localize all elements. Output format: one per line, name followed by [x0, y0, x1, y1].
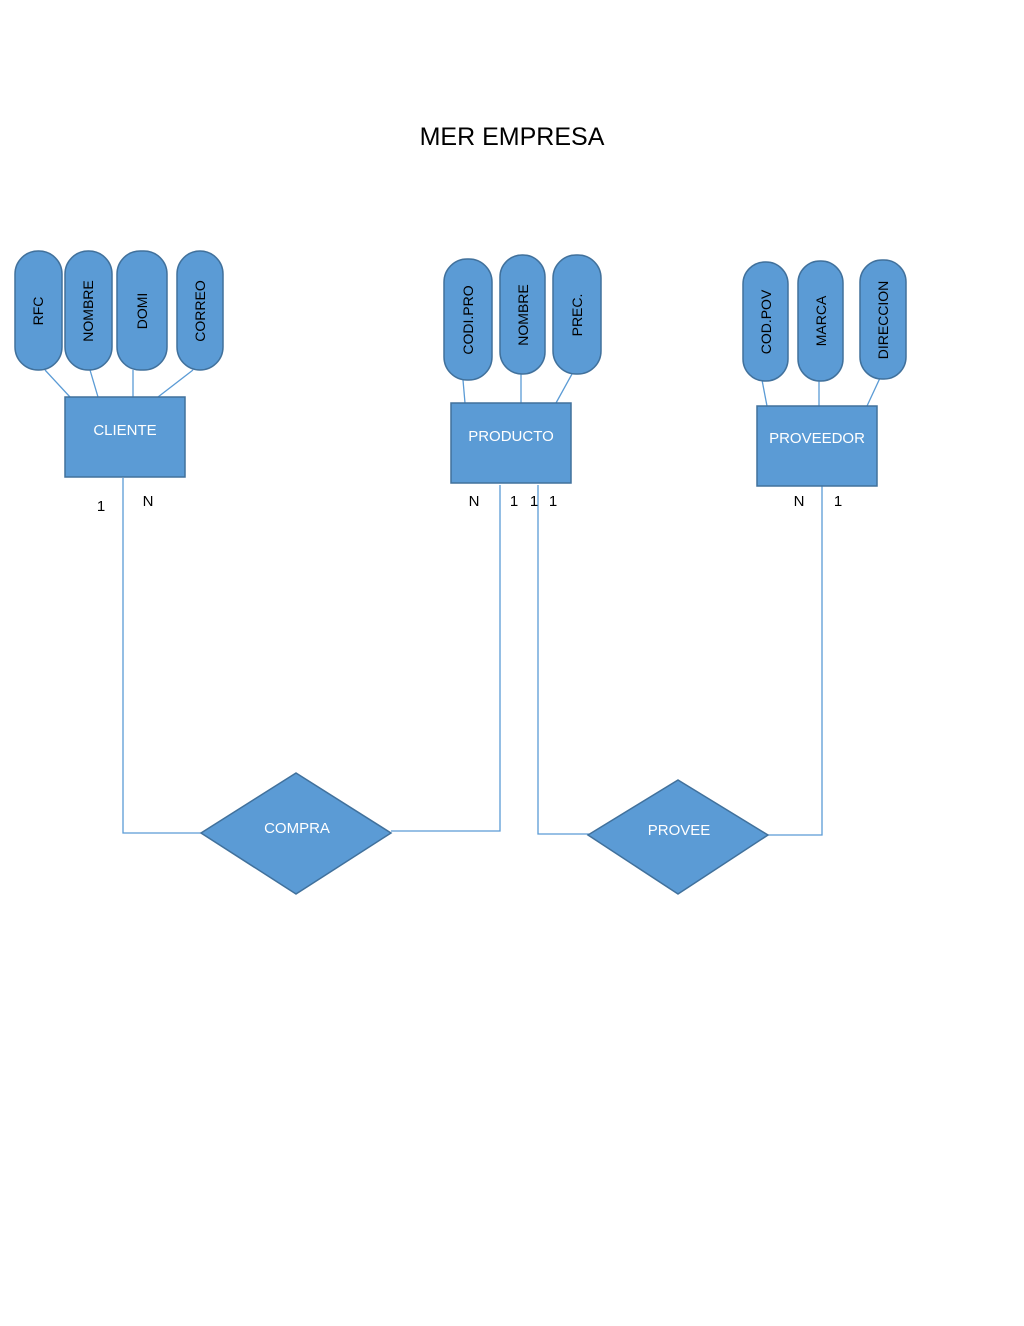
attribute-domi[interactable]	[116, 250, 168, 371]
relationship-provee[interactable]: PROVEE	[586, 779, 770, 895]
attribute-domi-label: DOMI	[134, 293, 150, 330]
entity-producto[interactable]: PRODUCTO	[450, 402, 572, 484]
entity-proveedor-box[interactable]	[756, 405, 878, 487]
attribute-rfc-label: RFC	[30, 297, 46, 326]
relationship-provee-label: PROVEE	[648, 822, 711, 839]
attribute-direccion[interactable]	[859, 259, 907, 380]
entity-cliente-box[interactable]	[64, 396, 186, 478]
producto-provee-line	[537, 485, 589, 835]
attribute-cod-pov-label: COD.POV	[758, 289, 774, 354]
producto-compra-line	[391, 485, 501, 832]
cardinality-cliente-1: 1	[97, 498, 105, 515]
diagram-title: MER EMPRESA	[420, 123, 605, 151]
attribute-correo-label: CORREO	[192, 280, 208, 342]
cardinality-producto-1a: 1	[510, 493, 518, 510]
attribute-cod-pov[interactable]	[742, 261, 789, 382]
cliente-compra-line	[122, 478, 201, 834]
cardinality-proveedor-n: N	[794, 493, 805, 510]
attribute-direccion-label: DIRECCION	[875, 281, 891, 360]
attribute-nombre-cliente[interactable]	[64, 250, 113, 371]
attribute-codi-pro-label: CODI.PRO	[460, 285, 476, 354]
attribute-correo[interactable]	[176, 250, 224, 371]
relationship-compra[interactable]: COMPRA	[199, 772, 393, 895]
entity-cliente[interactable]: CLIENTE	[64, 396, 186, 478]
proveedor-provee-line	[768, 486, 823, 836]
producto-attributes: CODI.PRO NOMBRE PREC.	[443, 254, 602, 381]
attribute-prec[interactable]	[552, 254, 602, 375]
proveedor-attributes: COD.POV MARCA DIRECCION	[742, 259, 907, 382]
cardinality-producto-1b: 1	[530, 493, 538, 510]
entity-cliente-label: CLIENTE	[93, 422, 156, 439]
cardinalities: 1 N N 1 1 1 N 1	[97, 493, 842, 515]
attribute-prec-label: PREC.	[569, 294, 585, 337]
relationship-provee-shape[interactable]	[586, 779, 770, 895]
attribute-connectors	[44, 369, 881, 407]
cardinality-proveedor-1: 1	[834, 493, 842, 510]
cardinality-producto-n: N	[469, 493, 480, 510]
attribute-nombre-producto[interactable]	[499, 254, 546, 375]
relationship-compra-label: COMPRA	[264, 820, 330, 837]
cardinality-producto-1c: 1	[549, 493, 557, 510]
attribute-rfc[interactable]	[14, 250, 63, 371]
cliente-attributes: RFC NOMBRE DOMI CORREO	[14, 250, 224, 371]
attribute-marca-label: MARCA	[813, 295, 829, 346]
entity-producto-box[interactable]	[450, 402, 572, 484]
attribute-marca[interactable]	[797, 260, 844, 382]
entity-proveedor[interactable]: PROVEEDOR	[756, 405, 878, 487]
entity-producto-label: PRODUCTO	[468, 428, 554, 445]
attribute-nombre-cliente-label: NOMBRE	[80, 280, 96, 341]
attribute-nombre-producto-label: NOMBRE	[515, 284, 531, 345]
relationship-compra-shape[interactable]	[199, 772, 393, 895]
cardinality-cliente-n: N	[143, 493, 154, 510]
entity-proveedor-label: PROVEEDOR	[769, 430, 865, 447]
attribute-codi-pro[interactable]	[443, 258, 493, 381]
relationship-connectors	[122, 478, 823, 836]
